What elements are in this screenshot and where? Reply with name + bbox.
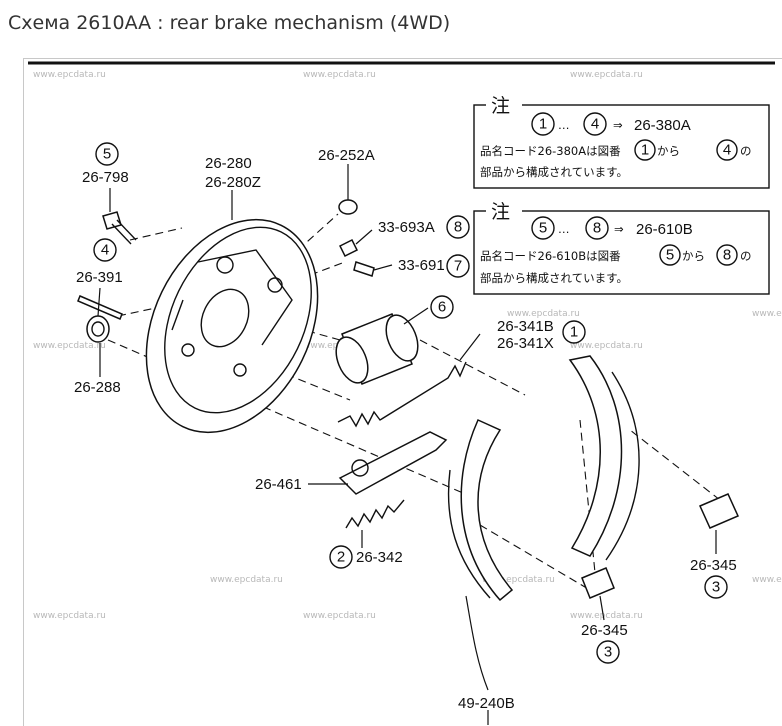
note-line2-from: 5 — [666, 247, 674, 264]
callout-1: 1 — [570, 324, 578, 341]
note-box-1: 注 1 … 4 ⇒ 26-380A 品名コード26-380Aは図番 1 から 4… — [473, 93, 770, 189]
clip-26-345-right — [699, 493, 739, 529]
callout-4: 4 — [101, 242, 109, 259]
label-26-798: 26-798 — [82, 169, 129, 186]
watermark: www.epcdata.ru — [210, 575, 283, 585]
note-line2-from: 1 — [641, 142, 649, 159]
note-arrow: ⇒ — [613, 118, 623, 132]
leader-lines — [97, 164, 717, 621]
note-line2-post: の — [740, 144, 752, 158]
note-range-sep: … — [558, 222, 570, 236]
backing-plate — [145, 218, 319, 434]
note-line2: 品名コード26-610Bは図番 — [480, 249, 621, 263]
watermark: www.epcdata.ru — [33, 341, 106, 351]
note-line3: 部品から構成されています。 — [480, 271, 628, 285]
bolt-26-798 — [102, 211, 137, 245]
note-heading: 注 — [491, 201, 510, 223]
note-target: 26-610B — [636, 221, 693, 238]
callout-8: 8 — [454, 219, 462, 236]
label-26-461: 26-461 — [255, 476, 302, 493]
watermark: www.epcdata.ru — [570, 611, 643, 621]
watermark: www.epcdata.ru — [33, 70, 106, 80]
part-labels: 5 26-798 4 26-391 26-288 26-280 26-280Z … — [74, 142, 737, 712]
callout-7: 7 — [454, 258, 462, 275]
callout-3: 3 — [712, 579, 720, 596]
label-26-252a: 26-252A — [318, 147, 375, 164]
callout-5: 5 — [103, 146, 111, 163]
return-spring — [337, 361, 467, 428]
spring-26-342 — [345, 499, 405, 529]
clip-26-345-lower — [581, 567, 615, 599]
watermark: www.epcdata.ru — [507, 309, 580, 319]
watermark: www.epcdata.ru — [303, 70, 376, 80]
watermark: www.epcdata.ru — [570, 341, 643, 351]
note-range-from: 5 — [539, 220, 547, 237]
brake-shoe-left — [447, 419, 514, 602]
label-26-341b: 26-341B — [497, 318, 554, 335]
note-line2-mid: から — [682, 249, 705, 263]
label-26-345: 26-345 — [581, 622, 628, 639]
wheel-cylinder — [335, 313, 419, 385]
cap-26-288 — [86, 315, 110, 343]
note-target: 26-380A — [634, 117, 691, 134]
note-range-sep: … — [558, 118, 570, 132]
watermark: www.epcdata.ru — [570, 70, 643, 80]
label-26-341x: 26-341X — [497, 335, 554, 352]
note-line2-to: 4 — [723, 142, 731, 159]
watermark: www.epcdata.ru — [33, 611, 106, 621]
label-26-280: 26-280 — [205, 155, 252, 172]
label-26-342: 26-342 — [356, 549, 403, 566]
brake-shoe-right — [568, 355, 640, 561]
note-range-to: 8 — [593, 220, 601, 237]
watermark: www.epcdata.ru — [482, 575, 555, 585]
note-line2-mid: から — [657, 144, 680, 158]
label-26-391: 26-391 — [76, 269, 123, 286]
label-26-288: 26-288 — [74, 379, 121, 396]
watermark: www.epcdata.ru — [303, 611, 376, 621]
note-range-to: 4 — [591, 116, 599, 133]
callout-2: 2 — [337, 549, 345, 566]
label-33-691: 33-691 — [398, 257, 445, 274]
callout-3: 3 — [604, 644, 612, 661]
note-line2: 品名コード26-380Aは図番 — [480, 144, 621, 158]
label-49-240b: 49-240B — [458, 695, 515, 712]
note-line2-post: の — [740, 249, 752, 263]
pin-26-391 — [77, 295, 123, 320]
page-title: Схема 2610AA : rear brake mechanism (4WD… — [8, 12, 451, 34]
bleeder-33-693a — [338, 238, 359, 258]
screw-33-691 — [353, 261, 375, 277]
cap-26-252a — [338, 199, 358, 215]
watermark: www.epcdata.ru — [752, 309, 782, 319]
note-line3: 部品から構成されています。 — [480, 165, 628, 179]
watermarks: www.epcdata.ru www.epcdata.ru www.epcdat… — [33, 70, 782, 621]
diagram-frame — [23, 58, 782, 726]
label-33-693a: 33-693A — [378, 219, 435, 236]
label-26-345: 26-345 — [690, 557, 737, 574]
callout-6: 6 — [438, 299, 446, 316]
note-arrow: ⇒ — [614, 222, 624, 236]
note-line2-to: 8 — [723, 247, 731, 264]
label-26-280z: 26-280Z — [205, 174, 261, 191]
parking-brake-cable — [465, 595, 489, 725]
adjuster-26-461 — [338, 431, 448, 495]
note-box-2: 注 5 … 8 ⇒ 26-610B 品名コード26-610Bは図番 5 から 8… — [473, 199, 770, 295]
note-range-from: 1 — [539, 116, 547, 133]
note-heading: 注 — [491, 95, 510, 117]
watermark: www.epcdata.ru — [752, 575, 782, 585]
